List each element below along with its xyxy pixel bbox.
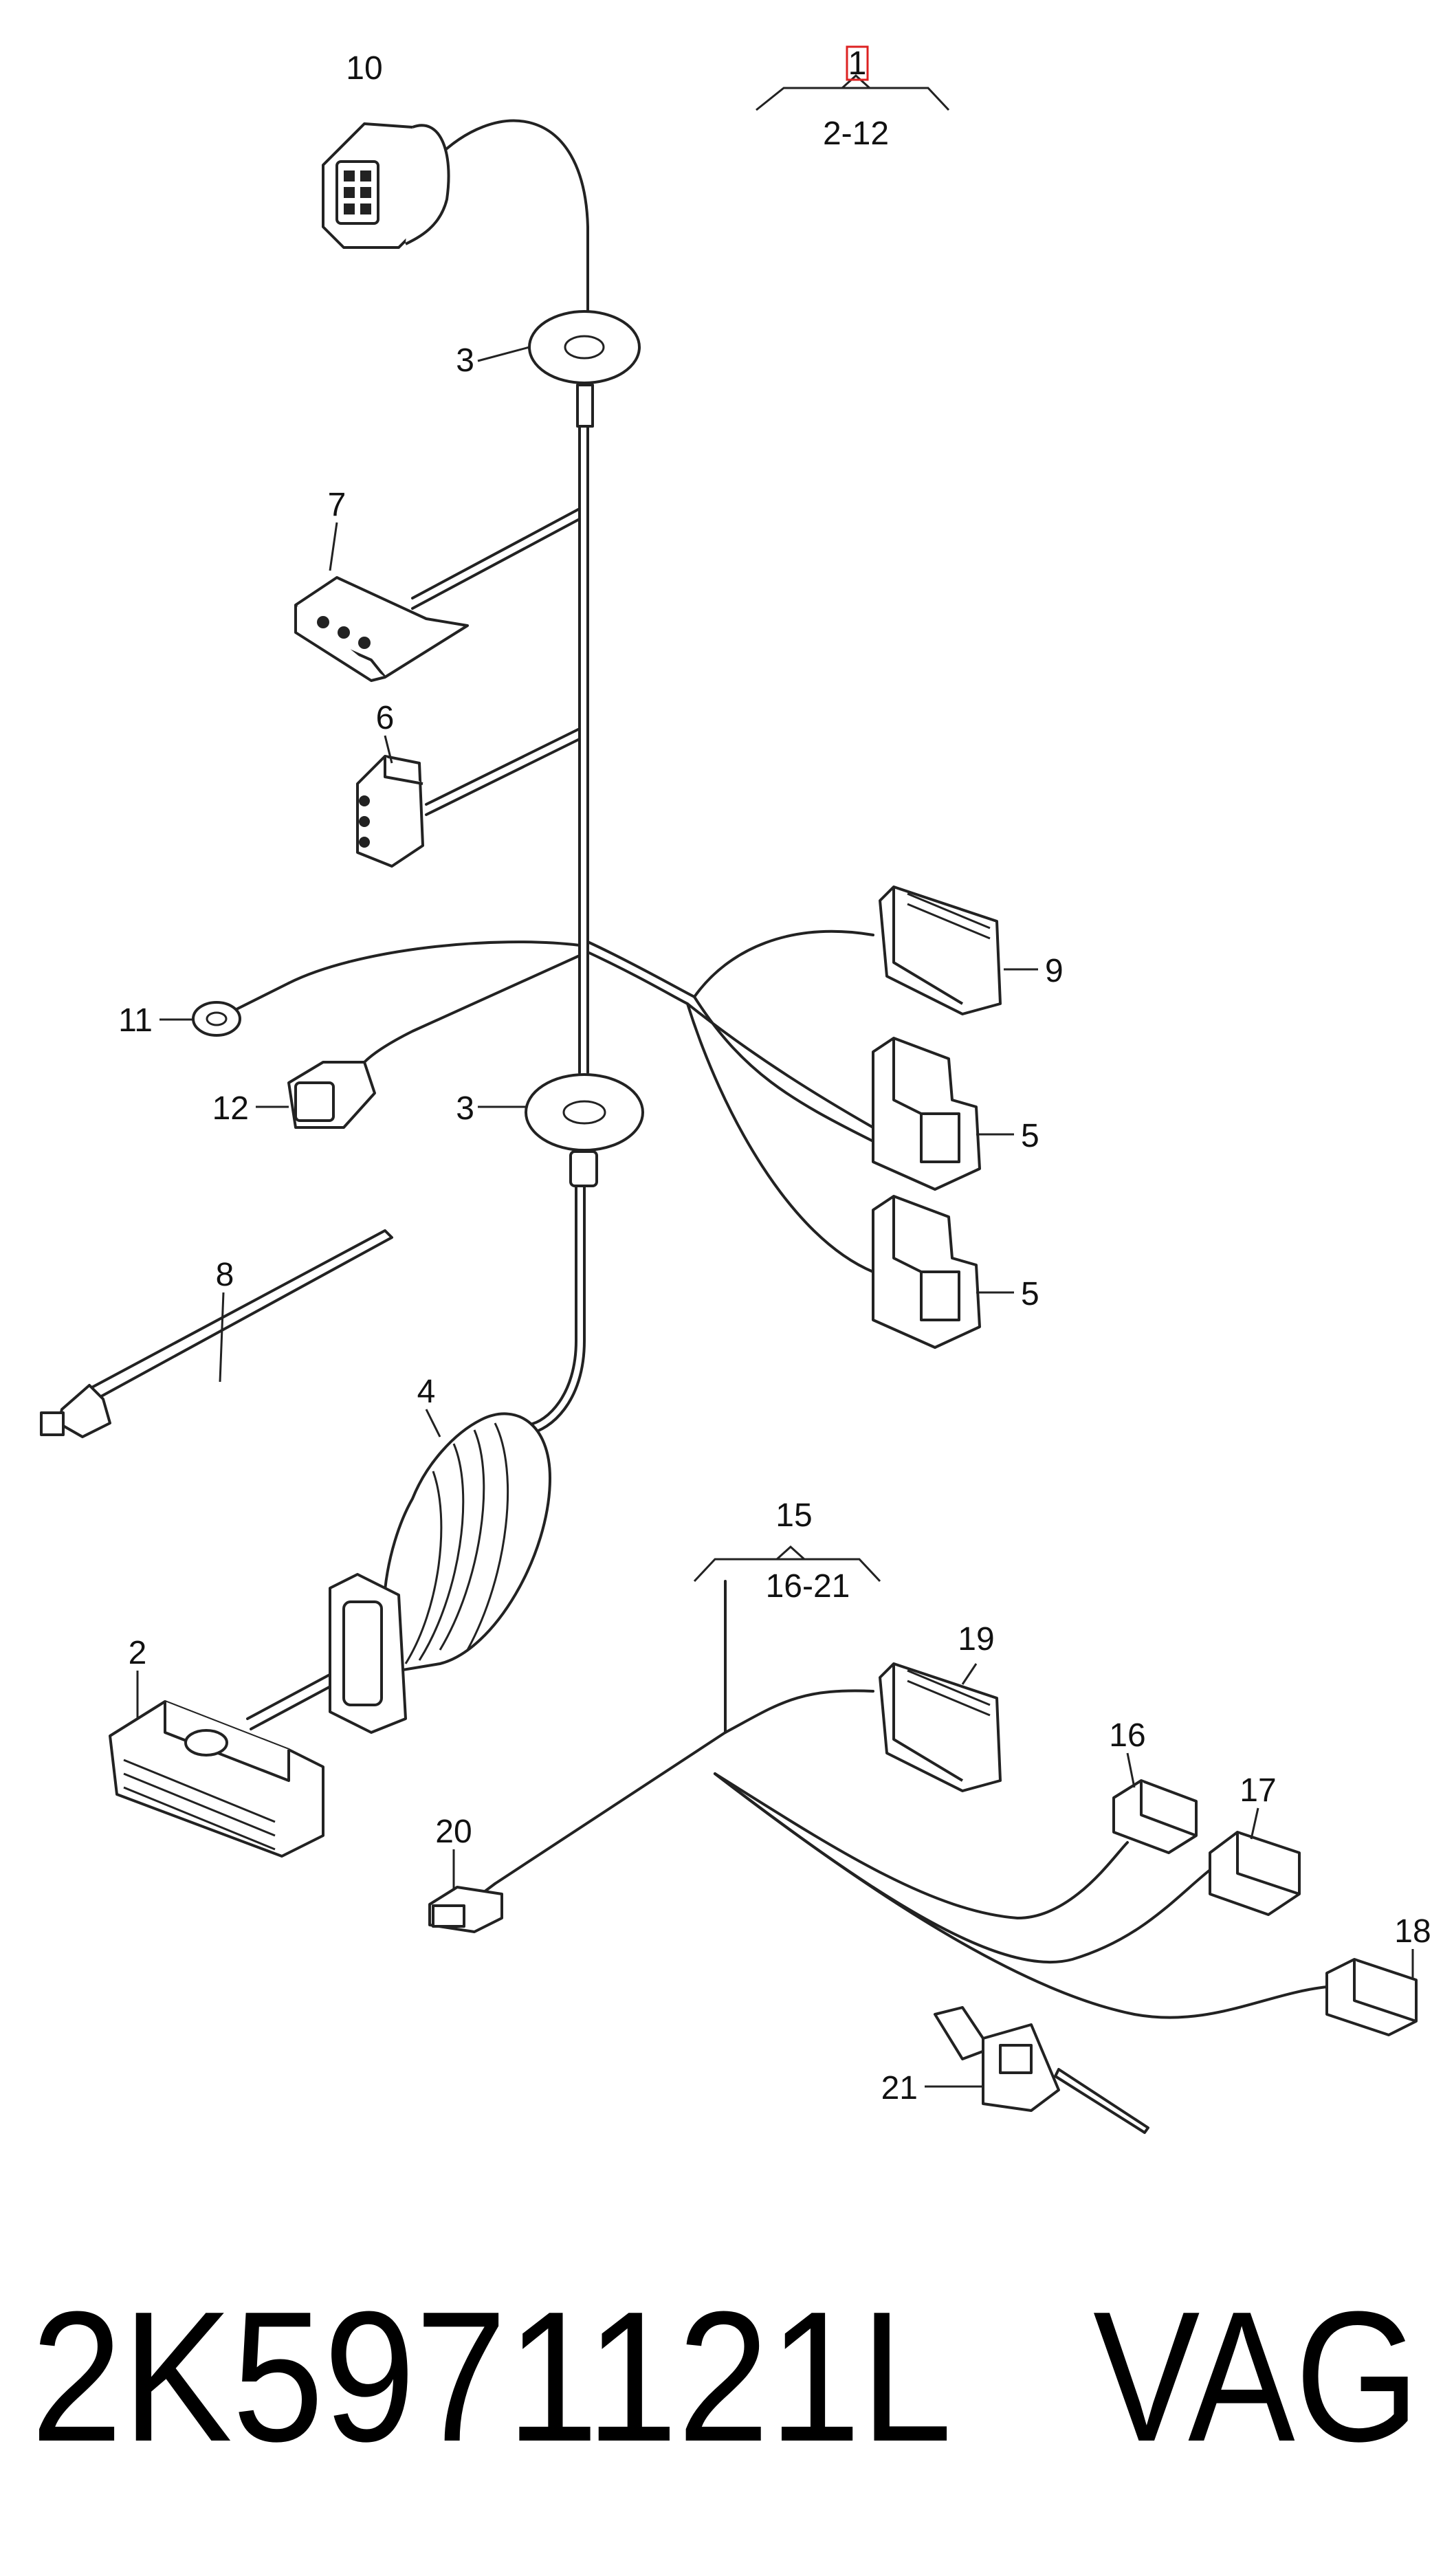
label-21: 21 <box>881 2070 918 2106</box>
connector-9[interactable] <box>879 885 1002 1015</box>
label-8: 8 <box>216 1257 234 1293</box>
part-number: 2K5971121L <box>31 2274 952 2480</box>
label-3a: 3 <box>456 342 474 379</box>
connector-5-upper[interactable] <box>872 1037 981 1191</box>
connector-5-lower[interactable] <box>872 1195 981 1349</box>
highlight-box <box>846 45 869 81</box>
label-10: 10 <box>346 50 382 87</box>
label-5a: 5 <box>1021 1118 1039 1154</box>
label-9: 9 <box>1045 953 1064 989</box>
part-labels: 1 2-12 10 3 7 6 9 11 12 3 5 5 8 4 2 15 1… <box>118 45 1431 2106</box>
boot-4[interactable] <box>329 1412 552 1734</box>
connector-6[interactable] <box>356 755 424 868</box>
label-17: 17 <box>1240 1772 1276 1809</box>
label-6: 6 <box>376 700 395 736</box>
connector-19[interactable] <box>879 1662 1002 1792</box>
label-group-sub-ref: 15 <box>775 1497 812 1534</box>
brand-name: VAG <box>1093 2274 1420 2480</box>
label-4: 4 <box>417 1374 436 1410</box>
cable-tie-8[interactable] <box>40 1229 393 1438</box>
connector-7[interactable] <box>294 576 469 682</box>
label-11: 11 <box>118 1002 153 1039</box>
sub-harness-wires <box>480 1580 1328 2019</box>
connector-10[interactable] <box>322 122 450 249</box>
label-group-main-ref: 1 <box>848 45 867 82</box>
label-5b: 5 <box>1021 1276 1039 1312</box>
label-2: 2 <box>129 1635 147 1671</box>
label-19: 19 <box>958 1621 994 1658</box>
footer: 2K5971121L VAG <box>31 2274 1420 2480</box>
connector-18[interactable] <box>1325 1958 1418 2036</box>
label-20: 20 <box>435 1814 472 1850</box>
clip-21[interactable] <box>934 2006 1149 2134</box>
label-7: 7 <box>328 487 346 523</box>
connector-20[interactable] <box>428 1886 503 1933</box>
label-18: 18 <box>1394 1913 1431 1950</box>
connector-12[interactable] <box>287 1061 376 1129</box>
grommet-3-lower[interactable] <box>525 1073 644 1187</box>
label-group-main-range: 2-12 <box>823 115 889 152</box>
grommet-3-upper[interactable] <box>528 310 641 428</box>
connector-16[interactable] <box>1112 1779 1198 1854</box>
main-harness-wires <box>246 119 874 1730</box>
connector-17[interactable] <box>1209 1831 1301 1916</box>
label-3b: 3 <box>456 1090 474 1127</box>
leader-lines <box>136 74 1414 2088</box>
label-group-sub-range: 16-21 <box>766 1568 850 1605</box>
label-12: 12 <box>212 1090 249 1127</box>
ring-terminal-11[interactable] <box>192 982 290 1037</box>
label-16: 16 <box>1109 1717 1145 1754</box>
connector-2[interactable] <box>109 1700 324 1858</box>
